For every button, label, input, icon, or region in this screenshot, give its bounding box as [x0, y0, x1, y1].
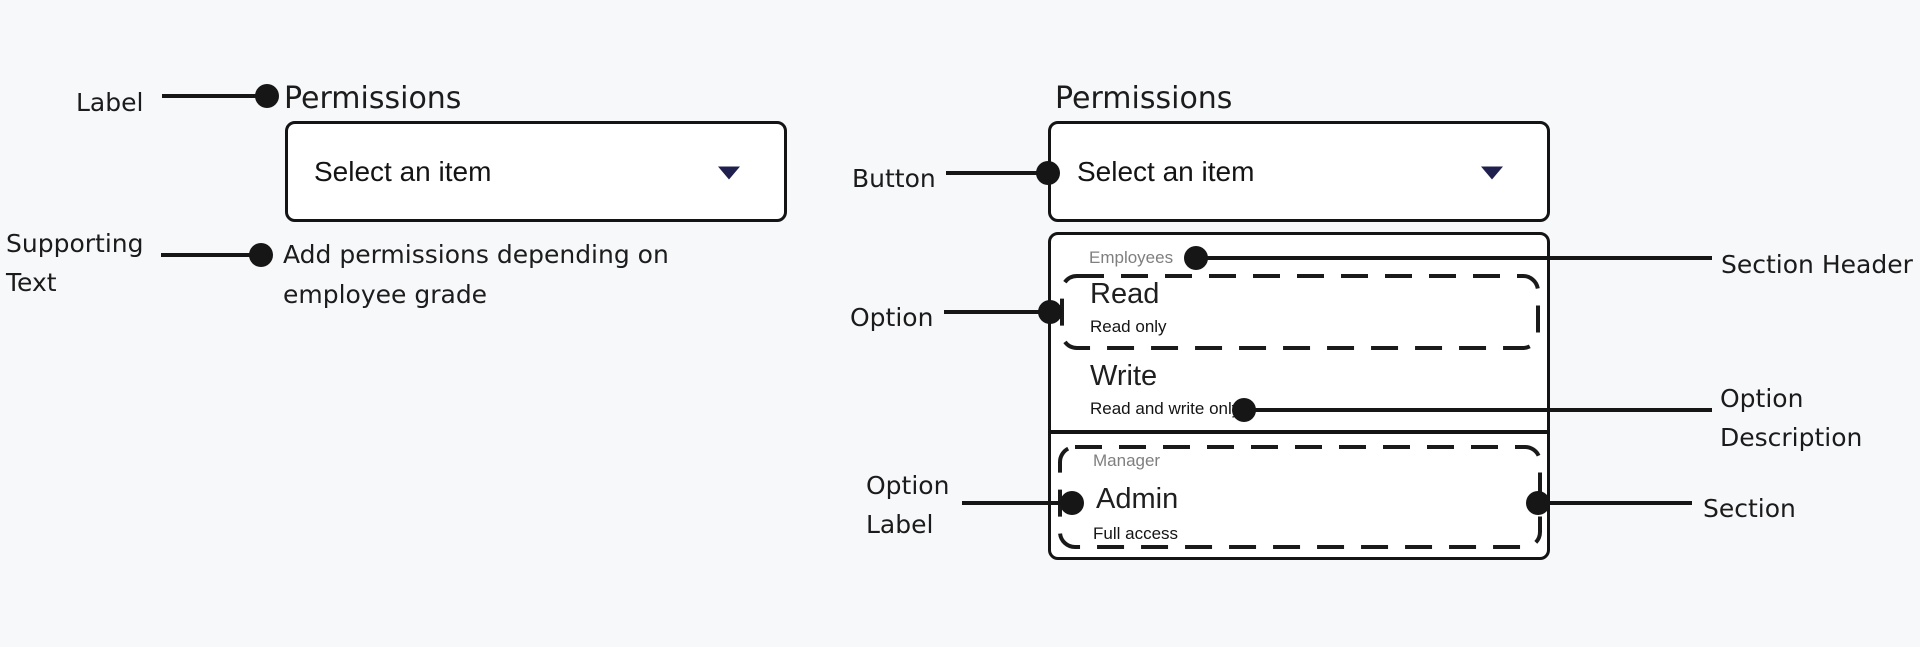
annotation-option: Option — [850, 303, 934, 332]
annotation-supporting-text: Supporting Text — [6, 224, 144, 303]
annotation-option-label-line1: Option — [866, 471, 950, 500]
annotation-section-header: Section Header — [1721, 250, 1913, 279]
annotation-option-label: Option Label — [866, 466, 949, 544]
supporting-text-line2: employee grade — [283, 280, 488, 309]
option-label-text[interactable]: Write — [1090, 360, 1158, 392]
annotation-connector-line — [962, 501, 1066, 505]
annotation-supporting-text-line1: Supporting — [6, 229, 144, 258]
annotation-dot — [1036, 161, 1060, 185]
annotation-connector-line — [946, 171, 1040, 175]
annotation-section: Section — [1703, 494, 1796, 523]
select-field-label: Permissions — [284, 81, 462, 116]
annotation-connector-line — [944, 310, 1044, 314]
annotation-option-description-line2: Description — [1720, 423, 1863, 452]
select-button-closed[interactable]: Select an item — [285, 121, 787, 222]
annotation-connector-line — [161, 253, 251, 257]
annotation-connector-line — [1250, 408, 1712, 412]
select-button-text: Select an item — [1077, 155, 1255, 187]
annotation-dot — [1060, 491, 1084, 515]
caret-down-icon — [718, 166, 740, 180]
dropdown-menu: Employees Read Read only Write Read and … — [1048, 232, 1550, 560]
option-description-text[interactable]: Full access — [1093, 524, 1179, 543]
menu-section-header-manager: Manager — [1093, 451, 1161, 470]
annotation-button: Button — [852, 164, 936, 193]
annotation-dot — [1232, 398, 1256, 422]
select-field-label: Permissions — [1055, 81, 1233, 116]
annotation-dot — [255, 84, 279, 108]
select-supporting-text: Add permissions depending on employee gr… — [283, 235, 669, 315]
annotation-option-description: Option Description — [1720, 379, 1862, 457]
annotation-dot — [1526, 491, 1550, 515]
option-description-text[interactable]: Read only — [1090, 317, 1167, 336]
annotation-option-label-line2: Label — [866, 510, 934, 539]
annotation-connector-line — [162, 94, 258, 98]
annotation-dot — [1184, 246, 1208, 270]
caret-down-icon — [1481, 166, 1503, 180]
annotation-label: Label — [76, 88, 144, 117]
supporting-text-line1: Add permissions depending on — [283, 240, 669, 269]
annotation-connector-line — [1544, 501, 1692, 505]
option-description-text[interactable]: Read and write only — [1090, 399, 1241, 418]
select-button-open[interactable]: Select an item — [1048, 121, 1550, 222]
annotation-dot — [1038, 300, 1062, 324]
annotation-connector-line — [1202, 256, 1712, 260]
annotation-option-description-line1: Option — [1720, 384, 1804, 413]
annotation-dot — [249, 243, 273, 267]
select-button-text: Select an item — [314, 155, 492, 187]
menu-section-header-employees: Employees — [1089, 248, 1174, 267]
menu-section-divider — [1051, 430, 1547, 434]
option-label-text[interactable]: Read — [1090, 278, 1160, 310]
option-label-text[interactable]: Admin — [1096, 483, 1179, 515]
annotation-supporting-text-line2: Text — [6, 268, 57, 297]
